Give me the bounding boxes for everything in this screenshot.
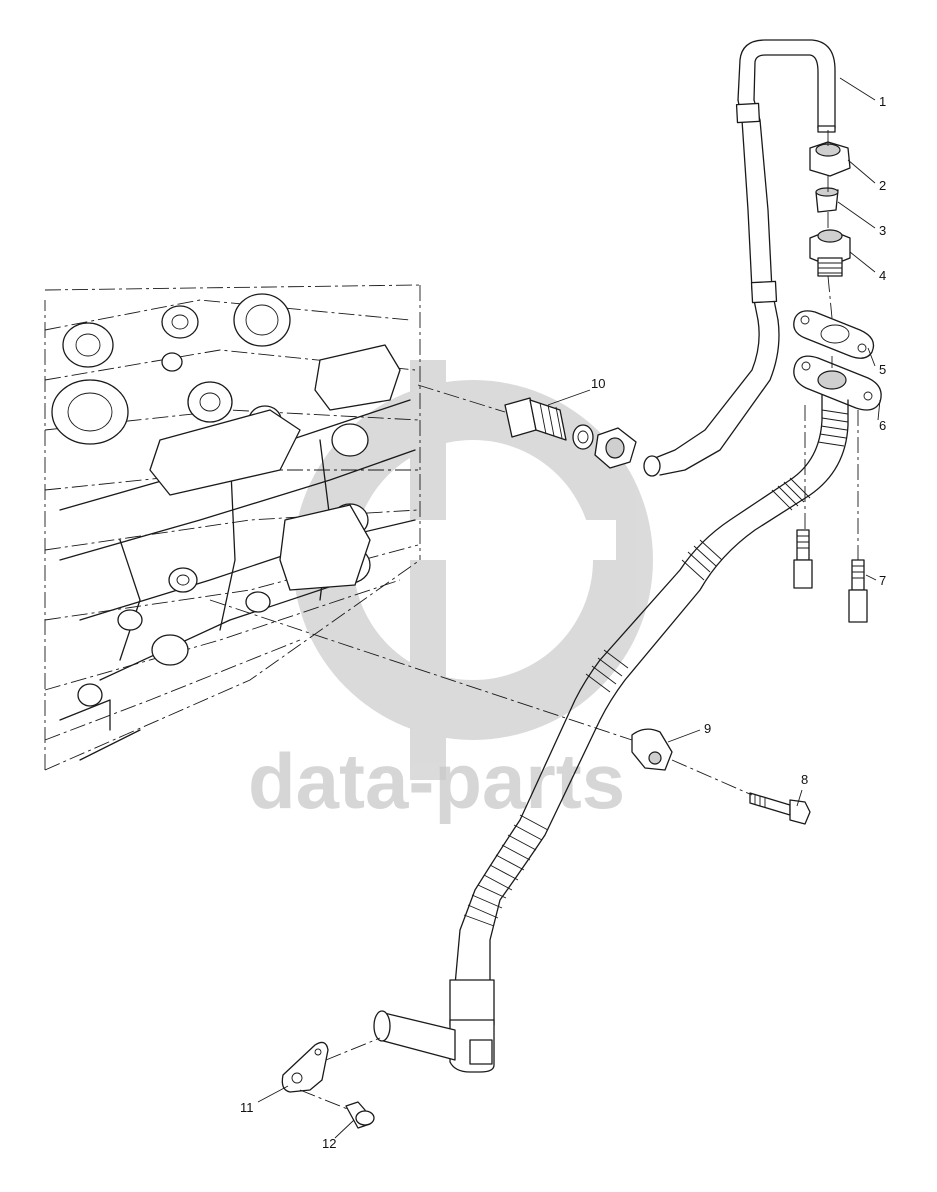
callout-2: 2 <box>879 178 886 193</box>
union-nut <box>809 141 851 177</box>
hose-clamp <box>631 728 673 771</box>
screw <box>345 1101 375 1129</box>
callout-4: 4 <box>879 268 886 283</box>
callout-11: 11 <box>240 1100 254 1115</box>
callout-8: 8 <box>801 772 808 787</box>
oil-feed-tube <box>643 39 836 477</box>
callout-9: 9 <box>704 721 711 736</box>
stud-left <box>793 529 813 589</box>
watermark-text: data-parts <box>248 737 625 825</box>
gasket <box>793 310 875 359</box>
hose-flange <box>793 355 882 411</box>
stud-right <box>848 559 868 623</box>
callout-12: 12 <box>322 1136 336 1151</box>
callout-5: 5 <box>879 362 886 377</box>
callout-6: 6 <box>879 418 886 433</box>
callout-1: 1 <box>879 94 886 109</box>
callout-10: 10 <box>591 376 605 391</box>
adapter-fitting <box>809 229 851 277</box>
leader-lines <box>257 77 881 1139</box>
bracket <box>281 1041 329 1093</box>
engine-block <box>44 284 421 771</box>
callout-3: 3 <box>879 223 886 238</box>
union-fitting <box>504 397 637 469</box>
bolt <box>749 792 811 825</box>
sleeve <box>815 187 839 213</box>
callout-7: 7 <box>879 573 886 588</box>
assembly-lines <box>209 130 859 1111</box>
